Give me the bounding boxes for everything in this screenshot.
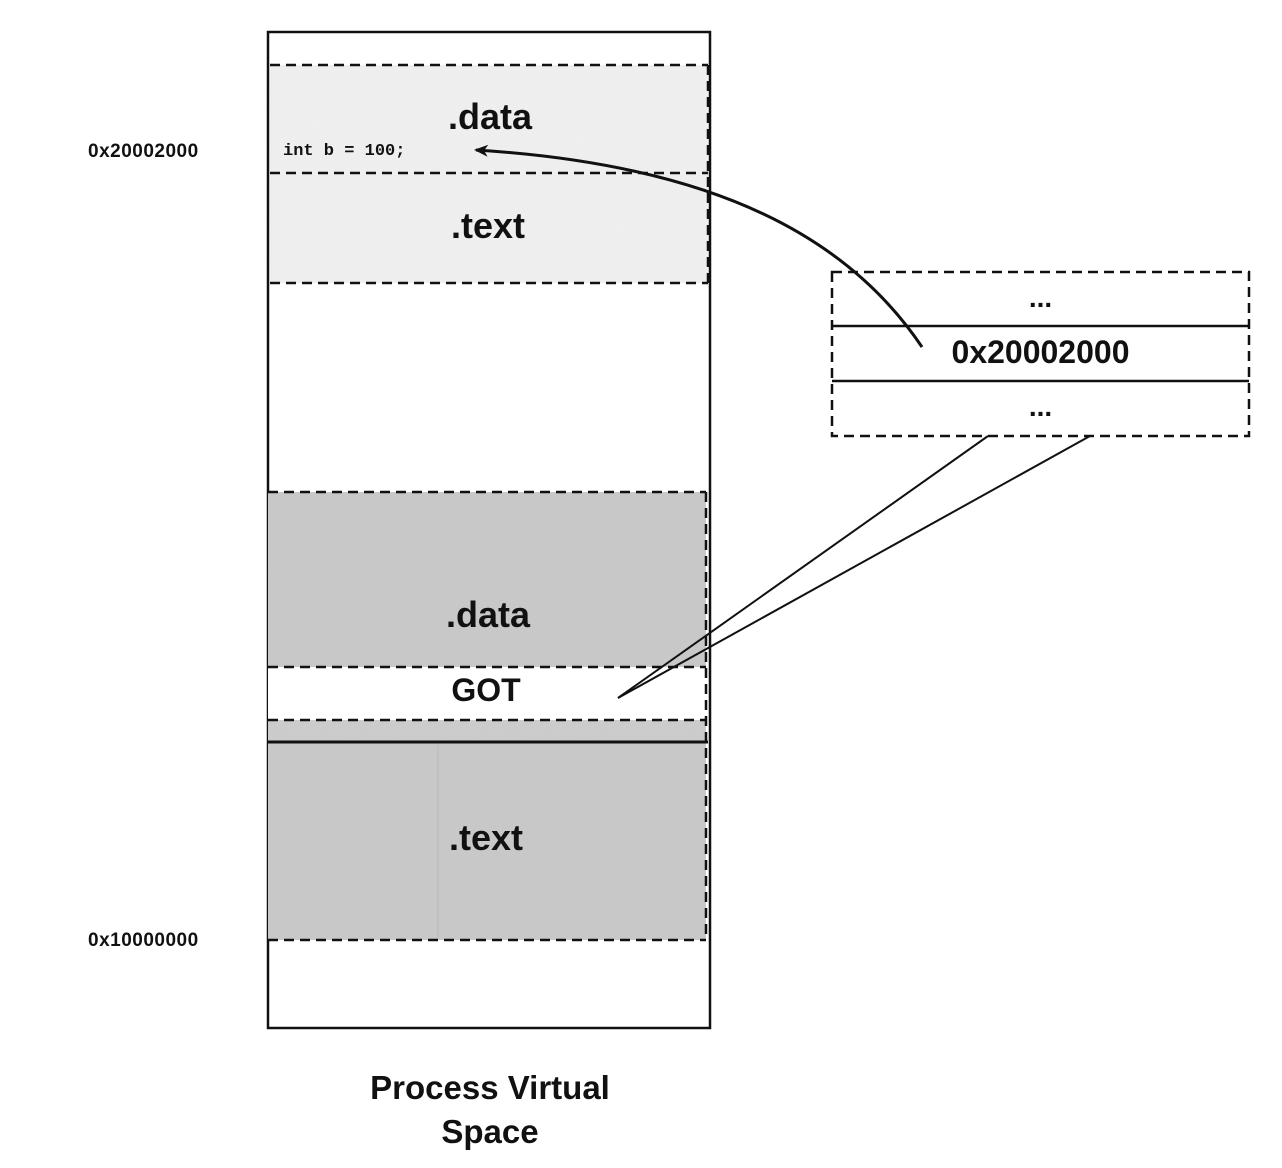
upper-data-label: .data — [447, 96, 533, 137]
zoom-line-left — [617, 435, 989, 699]
lower-data-label: .data — [445, 594, 531, 635]
got-entry-ellipsis-top: ... — [1028, 282, 1053, 313]
lower-text-label: .text — [448, 817, 524, 858]
got-table-box — [830, 270, 1251, 438]
address-lower-label: 0x10000000 — [88, 930, 199, 951]
diagram-caption: Process Virtual Space — [290, 1066, 690, 1154]
upper-text-label: .text — [450, 205, 526, 246]
caption-line-1: Process Virtual — [370, 1069, 610, 1106]
address-upper-label: 0x20002000 — [88, 141, 199, 162]
pointer-arrow — [474, 144, 924, 348]
zoom-line-right — [617, 435, 1091, 699]
got-entry-ellipsis-bottom: ... — [1028, 391, 1053, 422]
lower-got-region — [268, 667, 706, 720]
caption-line-2: Space — [441, 1113, 539, 1150]
variable-b-code: int b = 100; — [283, 142, 406, 161]
got-entry-address: 0x20002000 — [951, 334, 1130, 370]
got-label: GOT — [451, 672, 521, 708]
